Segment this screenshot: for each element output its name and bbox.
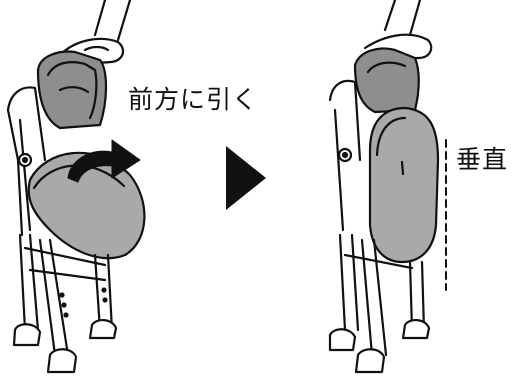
right-chair [330, 0, 438, 372]
pull-forward-label: 前方に引く [128, 80, 258, 116]
play-triangle-icon [226, 146, 266, 210]
left-chair [8, 0, 144, 372]
vertical-label: 垂直 [456, 140, 508, 176]
